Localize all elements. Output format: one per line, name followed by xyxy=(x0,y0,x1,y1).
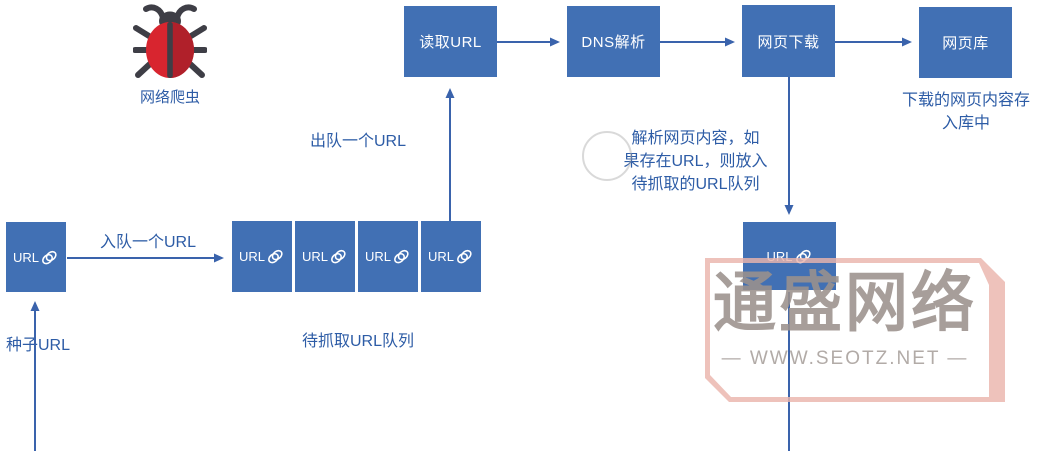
label-enqueue: 入队一个URL xyxy=(100,234,197,251)
watermark-brand: 通盛网络 xyxy=(713,266,977,340)
link-icon xyxy=(42,250,57,264)
label-dequeue: 出队一个URL xyxy=(310,133,407,150)
queue-url-box: URL xyxy=(232,221,292,292)
queue-url-box: URL xyxy=(358,221,418,292)
crawler-label: 网络爬虫 xyxy=(139,89,200,106)
box-download-label: 网页下载 xyxy=(757,33,820,51)
queue-url-label: URL xyxy=(364,249,391,264)
seed-url-label: URL xyxy=(12,249,39,265)
box-dns-label: DNS解析 xyxy=(581,34,646,51)
link-icon xyxy=(457,249,472,264)
label-queue: 待抓取URL队列 xyxy=(302,333,415,350)
bug-icon xyxy=(133,4,207,78)
queue-url-box: URL xyxy=(295,221,355,292)
queue-url-label: URL xyxy=(427,249,454,264)
seed-url-box: URL xyxy=(6,222,66,292)
label-seed: 种子URL xyxy=(6,337,71,354)
note-parse: 解析网页内容，如 果存在URL，则放入 待抓取的URL队列 xyxy=(623,130,768,193)
box-read-url-label: 读取URL xyxy=(419,34,482,51)
queue-url-label: URL xyxy=(301,249,328,264)
box-library-label: 网页库 xyxy=(942,35,989,52)
watermark-site: — WWW.SEOTZ.NET — xyxy=(721,348,969,369)
box-library: 网页库 xyxy=(919,7,1012,78)
url-queue: URL URL URL URL xyxy=(232,221,481,292)
queue-url-label: URL xyxy=(238,249,265,264)
link-icon xyxy=(394,249,409,264)
link-icon xyxy=(331,249,346,264)
note-store: 下载的网页内容存 入库中 xyxy=(901,92,1030,132)
faint-circle-mark xyxy=(582,131,632,181)
box-download: 网页下载 xyxy=(742,5,835,77)
link-icon xyxy=(268,249,283,264)
queue-url-box: URL xyxy=(421,221,481,292)
box-read-url: 读取URL xyxy=(404,6,497,77)
box-dns: DNS解析 xyxy=(567,6,660,77)
